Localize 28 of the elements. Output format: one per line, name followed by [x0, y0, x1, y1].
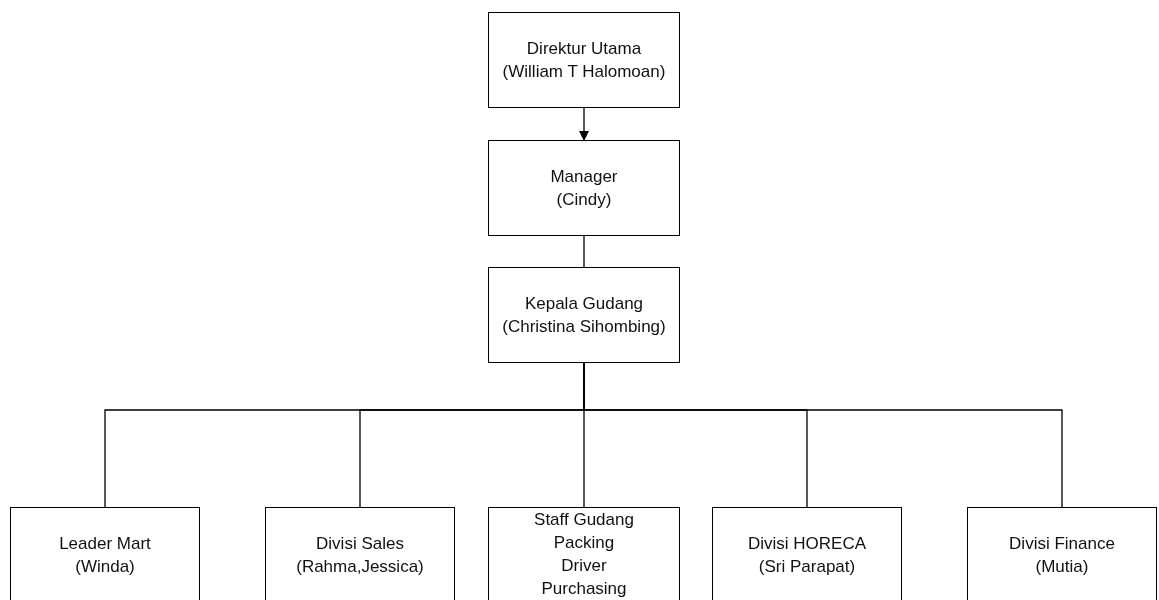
- box-text: (Rahma,Jessica): [296, 556, 424, 578]
- box-text: Kepala Gudang: [524, 293, 644, 315]
- box-text: Purchasing: [541, 578, 627, 600]
- org-box: [967, 507, 1157, 600]
- org-box: [488, 140, 680, 236]
- box-text: Leader Mart: [59, 533, 151, 555]
- org-box: [488, 267, 680, 363]
- box-text: Manager: [550, 166, 618, 188]
- box-text: Divisi Finance: [1009, 533, 1115, 555]
- box-text: (Christina Sihombing): [502, 316, 666, 338]
- box-text: Divisi HORECA: [747, 533, 867, 555]
- org-box: [488, 507, 680, 600]
- box-text: (Cindy): [556, 189, 612, 211]
- box-text: Divisi Sales: [316, 533, 404, 555]
- box-text: Direktur Utama: [526, 38, 642, 60]
- box-text: Driver: [561, 555, 607, 577]
- connector-line: [583, 235, 585, 268]
- box-text: (Sri Parapat): [758, 556, 856, 578]
- box-text: (William T Halomoan): [502, 61, 666, 83]
- arrow: [579, 107, 589, 141]
- box-text: (Winda): [75, 556, 135, 578]
- box-text: Packing: [553, 532, 615, 554]
- org-box: [712, 507, 902, 600]
- org-box: [488, 12, 680, 108]
- box-text: Staff Gudang: [534, 509, 634, 531]
- org-box: [10, 507, 200, 600]
- org-box: [265, 507, 455, 600]
- box-text: (Mutia): [1035, 556, 1089, 578]
